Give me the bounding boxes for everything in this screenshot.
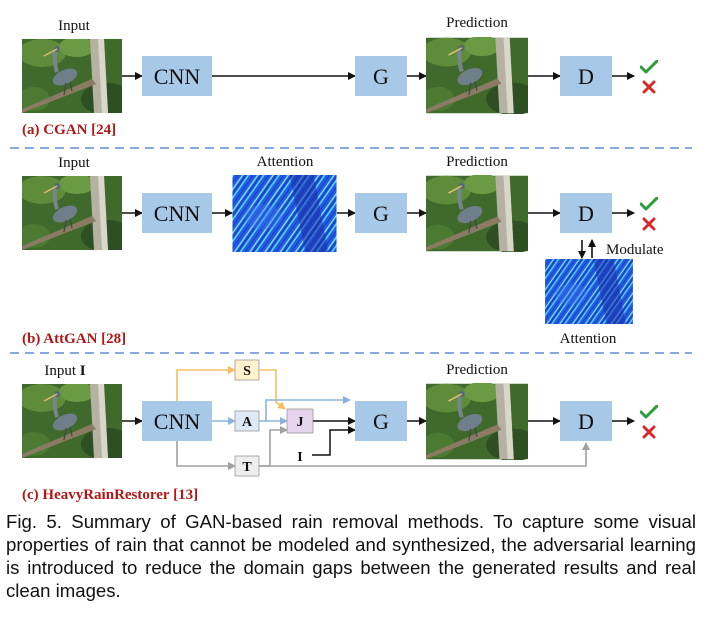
- input-image-c: [22, 384, 122, 458]
- input-label: Input: [58, 155, 90, 171]
- a-path-bypass: [265, 396, 351, 421]
- d-label-c: D: [578, 409, 594, 434]
- check-icon: [640, 60, 658, 74]
- s-path-in: [176, 366, 236, 401]
- j-block: [286, 408, 314, 434]
- t-path-to-d: [259, 442, 590, 467]
- d-block-a: [560, 56, 612, 96]
- g-block-c: [355, 401, 407, 441]
- input-label: Input: [58, 18, 90, 34]
- check-icon: [640, 197, 658, 211]
- prediction-label-c: Prediction: [446, 362, 508, 378]
- attention-map-b: [232, 175, 337, 252]
- i-label: I: [297, 450, 302, 465]
- j-label: J: [297, 415, 304, 430]
- cnn-block-b: [142, 193, 212, 233]
- prediction-label-b: Prediction: [446, 154, 508, 170]
- t-path-in: [176, 441, 236, 470]
- a-label: A: [242, 415, 253, 430]
- section-label-a: (a) CGAN [24]: [22, 122, 116, 138]
- panel-a: Input CNN G Prediction D (a) CGAN [24]: [22, 15, 658, 138]
- input-label: Input I: [44, 363, 85, 379]
- t-path-up: [259, 426, 288, 467]
- cnn-block-c: [142, 401, 212, 441]
- cnn-label-c: CNN: [154, 409, 201, 434]
- panel-b: Input CNN Attention G Prediction D Modul…: [22, 154, 664, 347]
- prediction-image-a: [422, 36, 539, 116]
- cnn-label-a: CNN: [154, 64, 201, 89]
- prediction-image-b: [422, 174, 539, 254]
- cross-icon: [642, 80, 656, 94]
- cross-icon: [642, 217, 656, 231]
- g-label-a: G: [373, 64, 389, 89]
- g-block-a: [355, 56, 407, 96]
- cnn-label-b: CNN: [154, 201, 201, 226]
- panel-c: Input I CNN S A J I T G Prediction: [22, 359, 658, 503]
- g-label-b: G: [373, 201, 389, 226]
- figure-caption: Fig. 5. Summary of GAN-based rain remova…: [6, 511, 696, 601]
- attention-label-b: Attention: [257, 154, 314, 170]
- section-label-c: (c) HeavyRainRestorer [13]: [22, 487, 198, 503]
- attention-bottom-label: Attention: [560, 331, 617, 347]
- input-image-a: [22, 39, 122, 113]
- d-label-b: D: [578, 201, 594, 226]
- cnn-block-a: [142, 56, 212, 96]
- d-block-b: [560, 193, 612, 233]
- i-path: [312, 426, 356, 456]
- s-label: S: [243, 364, 251, 379]
- attention-map-d: [545, 259, 633, 324]
- modulate-label: Modulate: [606, 242, 664, 258]
- d-block-c: [560, 401, 612, 441]
- prediction-label-a: Prediction: [446, 15, 508, 31]
- g-label-c: G: [373, 409, 389, 434]
- section-label-b: (b) AttGAN [28]: [22, 331, 126, 347]
- prediction-image-c: [422, 382, 539, 462]
- diagram-canvas: Input CNN G Prediction D (a) CGAN [24] I…: [10, 15, 692, 503]
- s-path-out: [259, 369, 286, 410]
- d-label-a: D: [578, 64, 594, 89]
- check-icon: [640, 405, 658, 419]
- t-label: T: [242, 460, 252, 475]
- cross-icon: [642, 425, 656, 439]
- g-block-b: [355, 193, 407, 233]
- input-image-b: [22, 176, 122, 250]
